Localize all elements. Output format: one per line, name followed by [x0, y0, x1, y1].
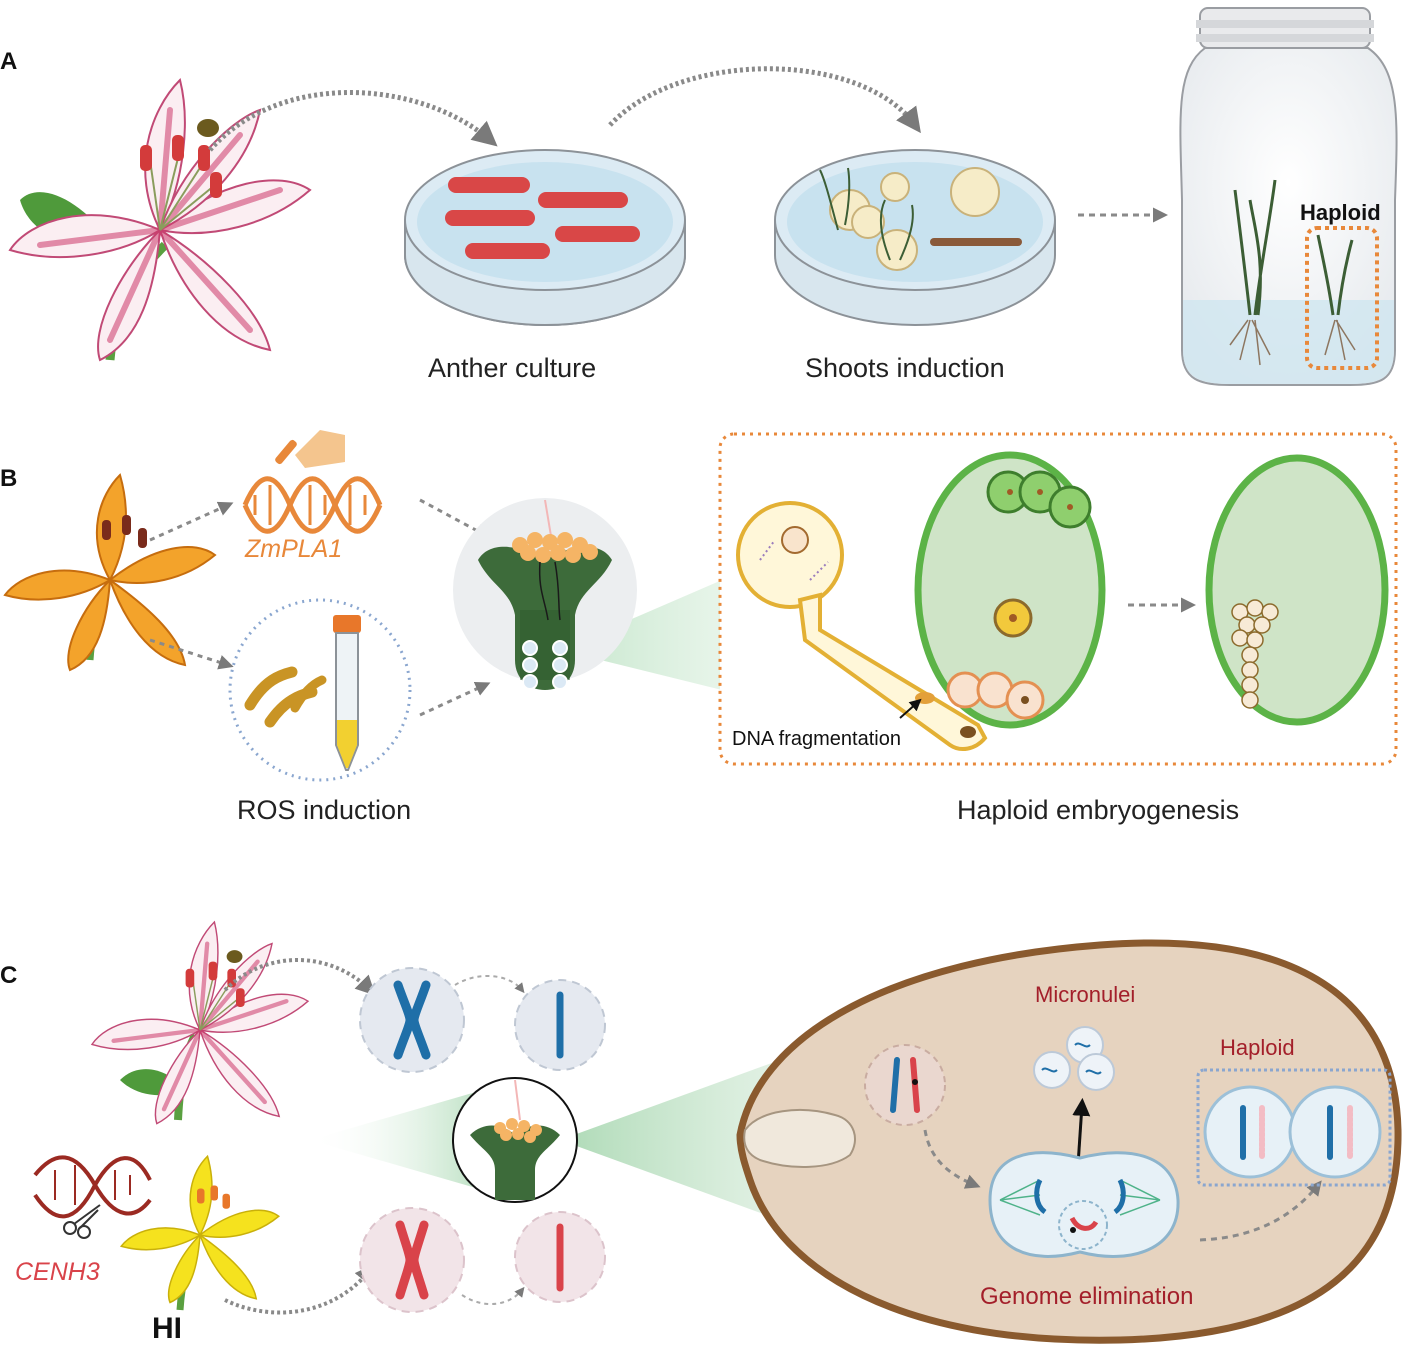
lily-flower-icon [4, 474, 216, 671]
flow-arrow [608, 66, 921, 134]
flow-arrow [223, 958, 376, 996]
panel-b-letter: B [0, 465, 18, 492]
dna-helix-icon [242, 430, 383, 534]
stigma-icon [452, 1077, 578, 1203]
micronuclei-label: Micronulei [1035, 982, 1136, 1007]
embryo-sac-icon [914, 451, 1106, 729]
lily-flower-icon [119, 1154, 280, 1311]
dna-helix-icon [33, 1155, 152, 1239]
flow-arrow [454, 974, 525, 994]
magnification-beam [310, 1085, 500, 1195]
culture-jar-icon [1179, 7, 1398, 386]
anther-culture-label: Anther culture [428, 353, 597, 383]
chromosome-icon [359, 1207, 465, 1313]
ros-circle [228, 598, 412, 782]
dividing-cell-icon [988, 1151, 1180, 1258]
panel-a-letter: A [0, 48, 18, 75]
flow-arrow [461, 1286, 525, 1306]
dna-fragmentation-label: DNA fragmentation [732, 728, 901, 750]
jar-haploid-label: Haploid [1300, 200, 1381, 225]
scissors-icon [63, 1204, 101, 1239]
gene-cenh3-label: CENH3 [15, 1258, 100, 1286]
petri-dish-icon [404, 149, 686, 326]
panel-b [4, 430, 1398, 782]
flow-arrow [923, 1129, 981, 1189]
panel-a [10, 7, 1398, 386]
gene-zmpla1-label: ZmPLA1 [245, 535, 343, 563]
haploid-box [1196, 1068, 1392, 1187]
chromosome-icon [359, 967, 465, 1073]
flow-arrow [1199, 1180, 1322, 1242]
chromosome-icon [864, 1044, 946, 1126]
magnification-beam [560, 1060, 780, 1220]
pollen-tube-icon [736, 501, 988, 752]
magnification-beam [560, 580, 722, 690]
test-tube-icon [333, 615, 361, 771]
ros-induction-label: ROS induction [237, 795, 412, 825]
panel-c [33, 922, 1402, 1344]
micronucleus-icon [1033, 1026, 1115, 1091]
flow-arrow [419, 681, 491, 717]
flow-arrow [149, 638, 234, 670]
flow-arrow [419, 498, 491, 538]
flow-arrow [224, 1263, 376, 1315]
flow-arrow [149, 501, 234, 542]
lily-flower-icon [92, 922, 308, 1124]
seed-icon [736, 939, 1402, 1344]
stigma-icon [453, 498, 637, 690]
shoots-induction-label: Shoots induction [805, 353, 1005, 383]
haploid-embryogenesis-label: Haploid embryogenesis [957, 795, 1240, 825]
genome-elimination-label: Genome elimination [980, 1283, 1194, 1310]
lily-flower-icon [10, 80, 310, 360]
chromosome-icon [514, 1211, 606, 1303]
haploid-label: Haploid [1220, 1035, 1295, 1060]
petri-dish-icon [774, 149, 1056, 326]
inducer-hi-label: HI [152, 1312, 182, 1345]
panel-c-letter: C [0, 962, 18, 989]
chromosome-icon [514, 979, 606, 1071]
embryo-sac-icon [1205, 454, 1389, 726]
